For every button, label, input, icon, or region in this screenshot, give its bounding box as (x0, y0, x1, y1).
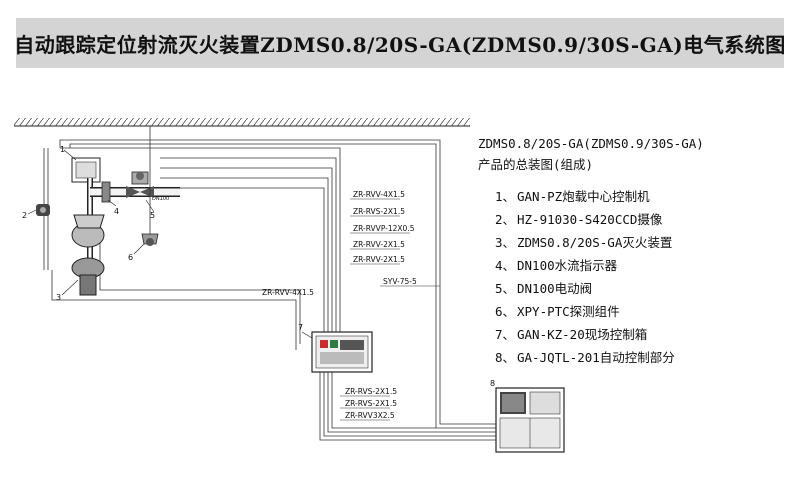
legend-item: 2、HZ-91030-S420CCD摄像 (478, 208, 788, 231)
electric-valve: DN100 5 (126, 171, 169, 220)
callout-8: 8 (490, 379, 495, 388)
legend-item: 5、DN100电动阀 (478, 277, 788, 300)
legend-item-num: 7、 (495, 327, 516, 342)
legend-item: 1、GAN-PZ炮载中心控制机 (478, 185, 788, 208)
product-model-line: ZDMS0.8/20S-GA(ZDMS0.9/30S-GA) (478, 136, 704, 151)
legend-item-num: 2、 (495, 212, 516, 227)
title-bar: 自动跟踪定位射流灭火装置ZDMS0.8/20S-GA(ZDMS0.9/30S-G… (14, 18, 786, 68)
cable-label-left: ZR-RVV-4X1.5 (262, 288, 314, 297)
cable-label-upper-3: ZR-RVV-2X1.5 (353, 240, 405, 249)
cable-label-upper-4: ZR-RVV-2X1.5 (353, 255, 405, 264)
callout-7: 7 (298, 323, 303, 332)
legend-item: 8、GA-JQTL-201自动控制部分 (478, 346, 788, 369)
legend-item-text: DN100电动阀 (517, 281, 593, 296)
detector-assembly: 6 (128, 126, 159, 262)
valve-label: DN100 (152, 196, 169, 202)
legend-item-text: XPY-PTC探测组件 (517, 304, 620, 319)
cable-label-lower-2: ZR-RVV3X2.5 (345, 411, 395, 420)
legend-item-num: 4、 (495, 258, 516, 273)
cable-label-lower-1: ZR-RVS-2X1.5 (345, 399, 397, 408)
cable-label-upper-1: ZR-RVS-2X1.5 (353, 207, 405, 216)
legend-item-num: 6、 (495, 304, 516, 319)
legend-item-text: GAN-PZ炮载中心控制机 (517, 189, 650, 204)
callout-1: 1 (60, 145, 65, 154)
cable-label-upper-2: ZR-RVVP-12X0.5 (353, 224, 415, 233)
legend-item-num: 5、 (495, 281, 516, 296)
cable-runs (43, 139, 496, 441)
cannon-control-unit: 1 (60, 145, 101, 183)
legend-item-text: GA-JQTL-201自动控制部分 (517, 350, 675, 365)
callout-4: 4 (114, 207, 119, 216)
legend-list: 1、GAN-PZ炮载中心控制机 2、HZ-91030-S420CCD摄像 3、Z… (478, 185, 788, 369)
legend-item-num: 8、 (495, 350, 516, 365)
cable-labels: ZR-RVV-4X1.5 ZR-RVS-2X1.5 ZR-RVVP-12X0.5… (262, 190, 440, 421)
ccd-camera: 2 (22, 204, 50, 220)
callout-2: 2 (22, 211, 27, 220)
component-legend: ZDMS0.8/20S-GA(ZDMS0.9/30S-GA) 产品的总装图(组成… (478, 133, 788, 369)
legend-item-num: 3、 (495, 235, 516, 250)
ceiling (14, 118, 470, 127)
cable-label-lower-0: ZR-RVS-2X1.5 (345, 387, 397, 396)
legend-item: 4、DN100水流指示器 (478, 254, 788, 277)
cable-label-coax: SYV-75-5 (383, 277, 417, 286)
diagram-title: 自动跟踪定位射流灭火装置ZDMS0.8/20S-GA(ZDMS0.9/30S-G… (14, 32, 786, 57)
cable-label-upper-0: ZR-RVV-4X1.5 (353, 190, 405, 199)
legend-item: 7、GAN-KZ-20现场控制箱 (478, 323, 788, 346)
callout-5: 5 (150, 211, 155, 220)
callout-3: 3 (56, 293, 61, 302)
legend-item: 6、XPY-PTC探测组件 (478, 300, 788, 323)
legend-item-text: GAN-KZ-20现场控制箱 (517, 327, 648, 342)
product-composition-line: 产品的总装图(组成) (478, 157, 594, 172)
callout-6: 6 (128, 253, 133, 262)
legend-item-text: ZDMS0.8/20S-GA灭火装置 (517, 235, 673, 250)
legend-item-num: 1、 (495, 189, 516, 204)
auto-control-cabinet: 8 (490, 379, 565, 453)
flow-indicator: 4 (101, 181, 119, 216)
legend-item-text: HZ-91030-S420CCD摄像 (517, 212, 663, 227)
legend-item-text: DN100水流指示器 (517, 258, 618, 273)
legend-item: 3、ZDMS0.8/20S-GA灭火装置 (478, 231, 788, 254)
local-control-box: 7 (298, 323, 373, 373)
